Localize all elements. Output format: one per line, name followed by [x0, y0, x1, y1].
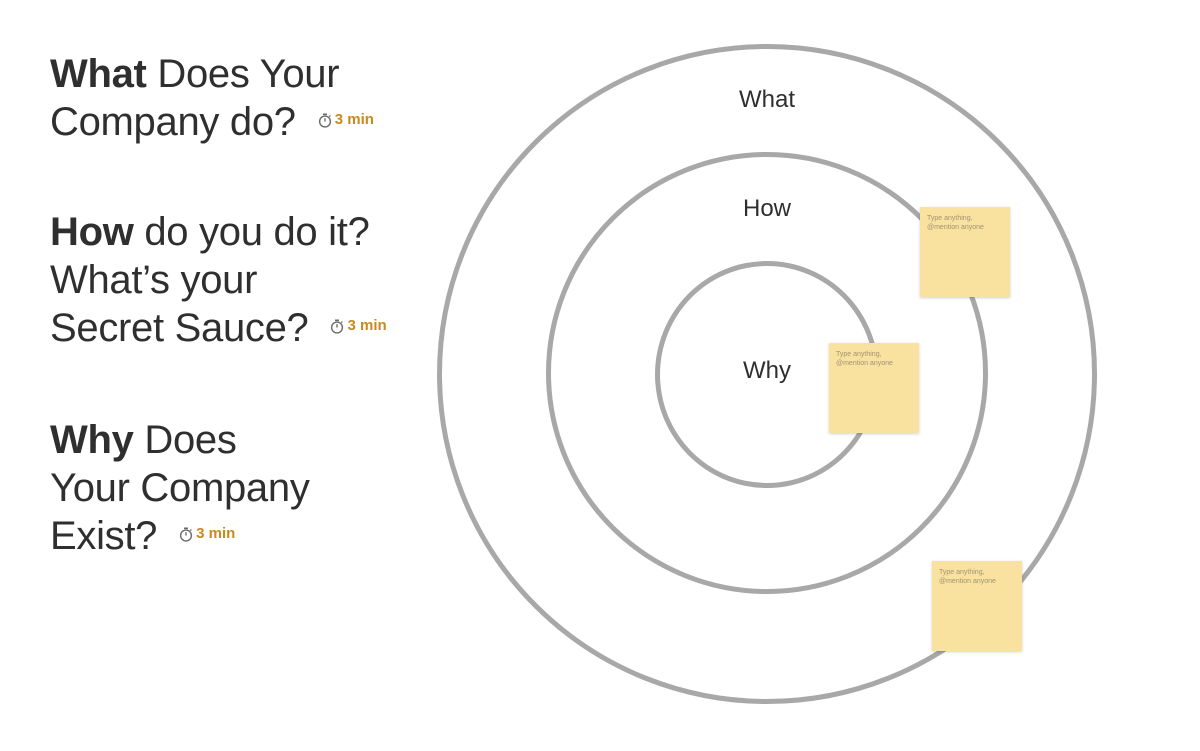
ring-how — [546, 152, 988, 594]
stopwatch-icon — [180, 527, 193, 542]
question-what-line1-rest: Does Your — [146, 52, 340, 96]
question-why-line1: Why Does — [50, 416, 310, 464]
question-how: How do you do it? What’s your Secret Sau… — [50, 208, 387, 354]
question-what-line2-wrap: Company do? 3 min — [50, 98, 374, 148]
question-how-line1-rest: do you do it? — [133, 210, 370, 254]
ring-label-why: Why — [743, 357, 791, 384]
question-what-line1: What Does Your — [50, 50, 374, 98]
sticky-note[interactable]: Type anything, @mention anyone — [829, 343, 919, 433]
question-how-keyword: How — [50, 210, 134, 254]
timer-badge: 3 min — [330, 302, 387, 350]
stopwatch-icon — [331, 319, 344, 334]
sticky-note[interactable]: Type anything, @mention anyone — [932, 561, 1022, 651]
question-why-keyword: Why — [50, 418, 134, 462]
timer-label: 3 min — [196, 525, 236, 543]
ring-what — [437, 44, 1097, 704]
question-what: What Does Your Company do? 3 min — [50, 50, 374, 148]
question-how-line3: Secret Sauce? — [50, 306, 309, 350]
question-why-line3: Exist? — [50, 514, 158, 558]
sticky-placeholder: Type anything, @mention anyone — [927, 215, 984, 231]
ring-label-how: How — [742, 195, 792, 222]
question-why: Why Does Your Company Exist? 3 min — [50, 416, 310, 562]
ring-label-what: What — [738, 86, 796, 113]
question-how-line1: How do you do it? — [50, 208, 387, 256]
question-what-line2: Company do? — [50, 100, 296, 144]
question-why-line3-wrap: Exist? 3 min — [50, 512, 310, 562]
question-why-line1-rest: Does — [133, 418, 237, 462]
timer-badge: 3 min — [318, 96, 374, 144]
question-how-line2: What’s your — [50, 258, 258, 302]
timer-label: 3 min — [334, 111, 374, 129]
sticky-note[interactable]: Type anything, @mention anyone — [920, 207, 1010, 297]
timer-label: 3 min — [347, 317, 387, 335]
question-what-keyword: What — [50, 52, 147, 96]
stopwatch-icon — [318, 113, 331, 128]
question-how-line3-wrap: Secret Sauce? 3 min — [50, 304, 387, 354]
question-why-line2: Your Company — [50, 466, 310, 510]
timer-badge: 3 min — [179, 510, 235, 558]
sticky-placeholder: Type anything, @mention anyone — [836, 351, 893, 367]
sticky-placeholder: Type anything, @mention anyone — [939, 569, 996, 585]
